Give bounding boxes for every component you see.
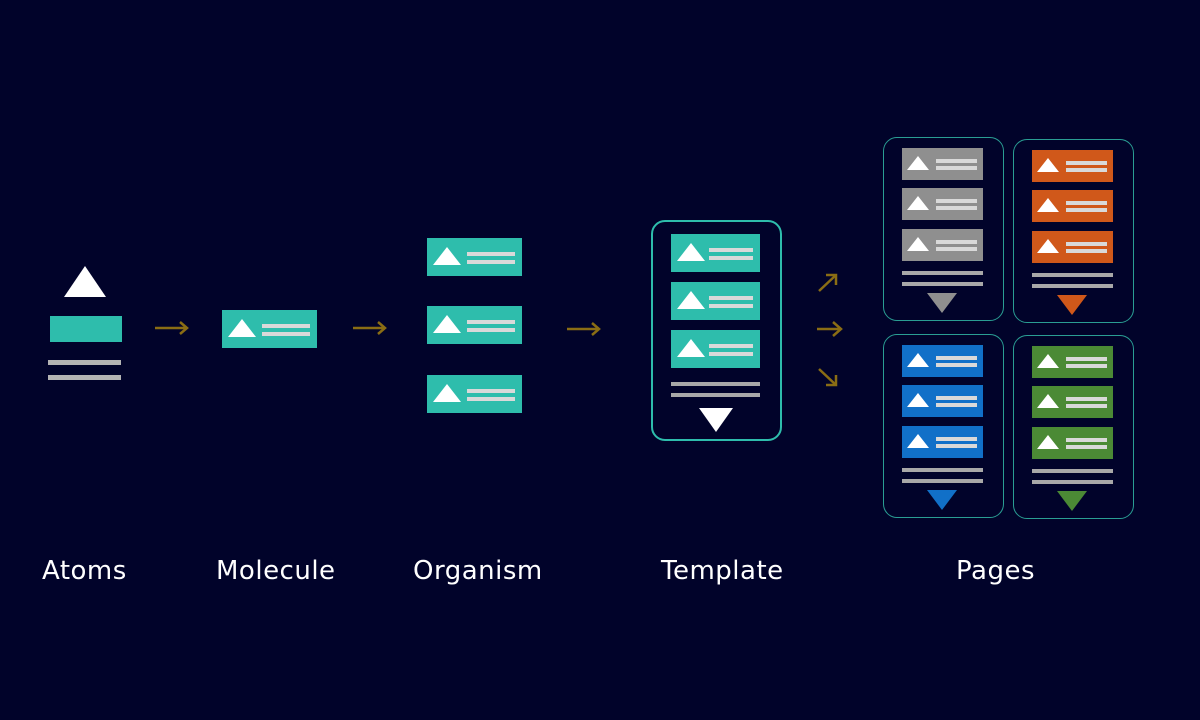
triangle-up-icon [433,315,461,333]
page-blue-frame [883,334,1004,518]
label-organism: Organism [413,556,543,586]
label-atoms: Atoms [42,556,127,586]
page-blue-card [902,385,983,417]
arrow-down-right-icon [818,368,838,387]
page-orange-card [1032,150,1113,182]
template-card [671,330,760,368]
triangle-up-icon [1037,239,1059,253]
triangle-up-icon [677,339,705,357]
card-line [936,356,977,360]
organism-card [427,306,522,344]
triangle-down-icon [1057,491,1087,511]
card-line [936,403,977,407]
page-line [902,271,983,275]
card-line [936,240,977,244]
triangle-down-icon [699,408,733,432]
page-green-card [1032,427,1113,459]
template-card [671,282,760,320]
triangle-up-icon [907,196,929,210]
page-line [1032,273,1113,277]
triangle-up-icon [1037,158,1059,172]
template-card [671,234,760,272]
page-orange-frame [1013,139,1134,323]
card-line [1066,242,1107,246]
triangle-up-icon [907,237,929,251]
card-line [936,159,977,163]
card-line [936,247,977,251]
page-blue-card [902,426,983,458]
label-pages: Pages [956,556,1035,586]
card-line [1066,438,1107,442]
page-line [1032,284,1113,288]
card-line [936,206,977,210]
page-green-card [1032,386,1113,418]
card-line [936,166,977,170]
page-gray-frame [883,137,1004,321]
card-line [1066,357,1107,361]
card-line [1066,168,1107,172]
label-template: Template [661,556,784,586]
triangle-up-icon [433,247,461,265]
molecule-card [222,310,317,348]
card-line [1066,404,1107,408]
card-line [1066,208,1107,212]
card-line [1066,201,1107,205]
atom-bar [50,316,122,342]
triangle-up-icon [907,353,929,367]
card-line [1066,397,1107,401]
atom-line [48,360,121,365]
page-orange-card [1032,190,1113,222]
card-line [1066,249,1107,253]
page-blue-card [902,345,983,377]
page-line [1032,480,1113,484]
arrow-right-icon [353,321,387,335]
triangle-up-icon [1037,198,1059,212]
card-line [1066,445,1107,449]
card-line [936,437,977,441]
page-line [902,479,983,483]
card-line [936,444,977,448]
page-green-card [1032,346,1113,378]
atom-triangle-icon [64,266,106,297]
triangle-down-icon [927,490,957,510]
page-orange-card [1032,231,1113,263]
label-molecule: Molecule [216,556,336,586]
triangle-up-icon [677,243,705,261]
page-line [902,282,983,286]
triangle-up-icon [1037,394,1059,408]
page-line [902,468,983,472]
triangle-up-icon [907,434,929,448]
arrow-right-icon [817,321,843,337]
card-line [936,199,977,203]
card-line [936,396,977,400]
page-green-frame [1013,335,1134,519]
page-gray-card [902,188,983,220]
triangle-up-icon [433,384,461,402]
triangle-up-icon [907,156,929,170]
triangle-up-icon [228,319,256,337]
template-frame [651,220,782,441]
triangle-up-icon [907,393,929,407]
page-line [1032,469,1113,473]
triangle-up-icon [1037,435,1059,449]
organism-card [427,238,522,276]
card-line [1066,364,1107,368]
organism-card [427,375,522,413]
page-gray-card [902,229,983,261]
arrow-right-icon [155,321,189,335]
atom-line [48,375,121,380]
triangle-up-icon [1037,354,1059,368]
card-line [936,363,977,367]
triangle-down-icon [1057,295,1087,315]
triangle-up-icon [677,291,705,309]
page-gray-card [902,148,983,180]
arrow-up-right-icon [818,273,838,292]
arrow-right-icon [567,322,601,336]
triangle-down-icon [927,293,957,313]
card-line [1066,161,1107,165]
